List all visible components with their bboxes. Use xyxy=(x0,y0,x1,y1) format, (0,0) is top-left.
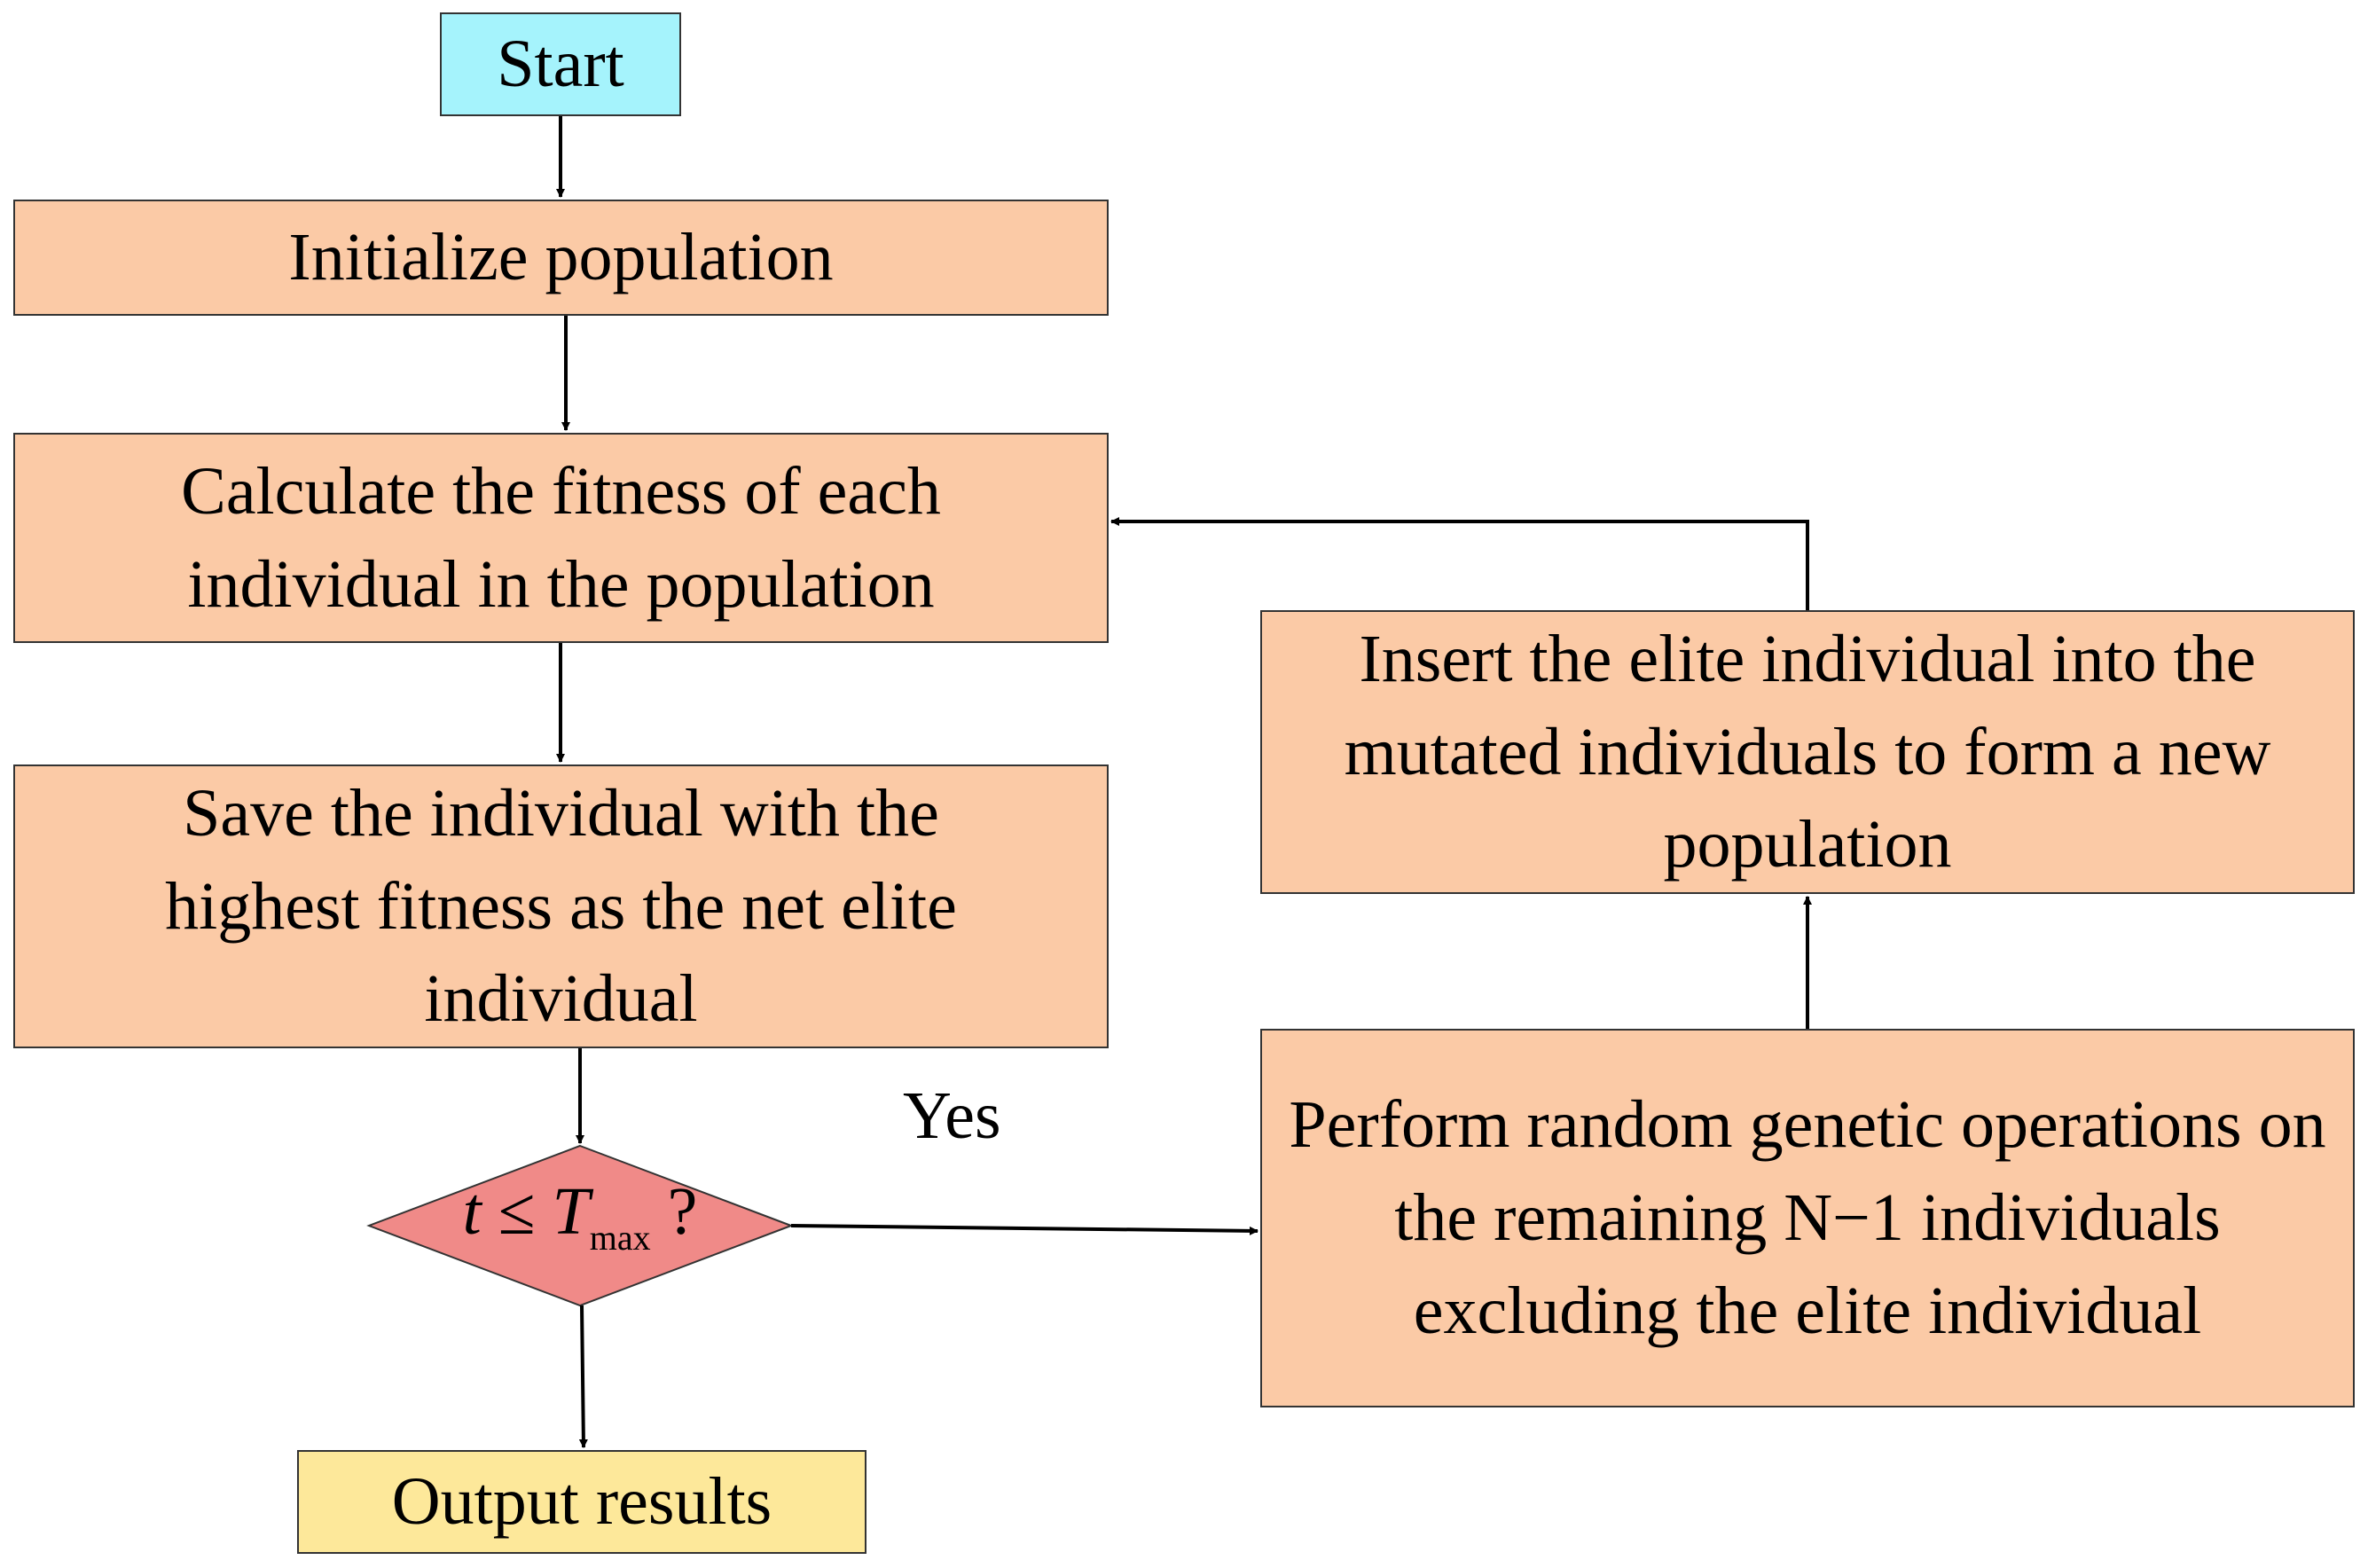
decision-question: ? xyxy=(667,1174,698,1249)
decision-T: T xyxy=(552,1174,590,1249)
start-node: Start xyxy=(440,12,681,116)
perform-genetic-ops-node: Perform random genetic operations on the… xyxy=(1260,1029,2355,1407)
decision-label: t ≤ Tmax ? xyxy=(371,1178,789,1256)
decision-op: ≤ xyxy=(498,1174,536,1249)
calculate-fitness-label: Calculate the fitness of each individual… xyxy=(181,453,941,622)
output-results-node: Output results xyxy=(297,1450,866,1554)
insert-elite-node: Insert the elite individual into the mut… xyxy=(1260,610,2355,894)
output-results-label: Output results xyxy=(391,1464,772,1540)
insert-elite-label: Insert the elite individual into the mut… xyxy=(1344,621,2271,882)
decision-diamond xyxy=(366,1144,794,1307)
arrow-insert-to-calc xyxy=(1110,517,1809,610)
initialize-population-label: Initialize population xyxy=(288,220,834,295)
yes-label: Yes xyxy=(903,1078,1001,1153)
decision-subscript: max xyxy=(589,1218,651,1258)
save-elite-label: Save the individual with the highest fit… xyxy=(165,775,957,1037)
perform-genetic-ops-label: Perform random genetic operations on the… xyxy=(1289,1087,2326,1348)
arrow-decision-yes-to-perform xyxy=(790,1224,1258,1235)
initialize-population-node: Initialize population xyxy=(13,200,1109,316)
save-elite-node: Save the individual with the highest fit… xyxy=(13,764,1109,1048)
arrow-decision-to-output xyxy=(578,1305,588,1448)
start-label: Start xyxy=(497,27,624,102)
calculate-fitness-node: Calculate the fitness of each individual… xyxy=(13,433,1109,643)
decision-var: t xyxy=(462,1174,482,1249)
